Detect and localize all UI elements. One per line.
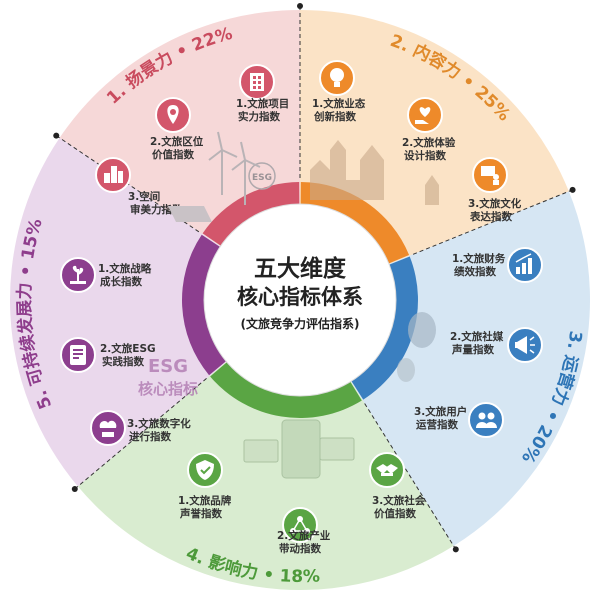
center-title-line2: 核心指标体系 — [237, 285, 363, 309]
opera-mask-icon — [397, 312, 436, 382]
segment-3-item-3-line1: 3.文旅用户 — [414, 405, 467, 418]
segment-4-item-1-line2: 声誉指数 — [179, 507, 222, 520]
building-icon — [239, 64, 275, 100]
center-inner — [210, 210, 390, 390]
city-icon — [95, 157, 131, 193]
dashboard-screen-icon — [243, 419, 355, 479]
segment-5-panel — [10, 137, 230, 487]
center-subtitle: (文旅竞争力评估指系) — [241, 316, 360, 331]
segment-1-item-3-line1: 3.空间 — [128, 190, 160, 203]
segment-5-item-3-line2: 进行指数 — [129, 430, 171, 443]
growth-icon — [60, 257, 96, 293]
core-indicator-watermark: 核心指标 — [138, 380, 198, 398]
megaphone-icon — [507, 327, 543, 363]
divider-dot — [71, 485, 78, 492]
handshake-icon — [369, 452, 405, 488]
divider-dot — [569, 186, 576, 193]
segment-5-item-2-line1: 2.文旅ESG — [100, 342, 156, 355]
segment-4-item-2-line1: 2.文旅产业 — [277, 529, 331, 542]
segment-2-panel — [300, 10, 569, 266]
segment-3-item-3-line2: 运营指数 — [416, 418, 458, 431]
wind-turbine-icon — [231, 141, 261, 205]
esg-watermark: ESG — [148, 356, 188, 377]
segment-5-item-1-line2: 成长指数 — [100, 275, 142, 288]
svg-text:ESG: ESG — [252, 173, 272, 183]
segment-2-item-1-line1: 1.文旅业态 — [312, 97, 366, 110]
bulb-icon — [319, 60, 355, 96]
segment-1-item-1-line1: 1.文旅项目 — [236, 97, 289, 110]
segment-4-item-3-line2: 价值指数 — [374, 507, 416, 520]
segment-5-item-2-line2: 实践指数 — [102, 355, 144, 368]
heart-hand-icon — [407, 97, 443, 133]
city-skyline-icon — [310, 140, 439, 205]
segment-1-item-2-line1: 2.文旅区位 — [150, 135, 204, 148]
presenter-icon — [472, 157, 508, 193]
segment-2-item-3-line2: 表达指数 — [469, 210, 512, 223]
segment-2-item-3-line1: 3.文旅文化 — [468, 197, 522, 210]
map-pin-icon — [155, 97, 191, 133]
segment-5-item-1-line1: 1.文旅战略 — [98, 262, 152, 275]
segment-5-item-3-line1: 3.文旅数字化 — [127, 417, 191, 430]
segment-4-item-3-line1: 3.文旅社会 — [372, 494, 426, 507]
esg-badge: ESG — [248, 162, 276, 190]
segment-4-ring — [210, 359, 362, 418]
center-title-line1: 五大维度 — [254, 255, 347, 282]
divider-line — [364, 403, 457, 550]
solar-panel-icon — [168, 206, 212, 222]
segment-1-ring — [202, 182, 300, 249]
segment-3-item-1-line2: 绩效指数 — [454, 265, 496, 278]
segment-4-panel — [77, 359, 454, 590]
segment-4-item-2-line2: 带动指数 — [279, 542, 321, 555]
segment-2-item-1-line2: 创新指数 — [313, 110, 356, 123]
segment-2-item-2-line1: 2.文旅体验 — [402, 136, 456, 149]
tablet-icon — [60, 337, 96, 373]
bar-chart-icon — [507, 247, 543, 283]
segment-3-item-2-line1: 2.文旅社媒 — [450, 330, 504, 343]
segment-2-item-2-line2: 设计指数 — [404, 149, 446, 162]
divider-line — [412, 189, 573, 255]
network-icon — [282, 507, 318, 543]
segment-1-item-1-line2: 实力指数 — [238, 110, 280, 123]
cloud-hand-icon — [90, 410, 126, 446]
divider-dot — [452, 546, 459, 553]
segment-3-item-2-line2: 声量指数 — [451, 343, 494, 356]
users-icon — [468, 402, 504, 438]
shield-icon — [187, 452, 223, 488]
divider-dot — [297, 3, 303, 9]
divider-dot — [53, 132, 60, 139]
segment-3-item-1-line1: 1.文旅财务 — [452, 252, 506, 265]
divider-line — [74, 378, 207, 490]
segment-4-item-1-line1: 1.文旅品牌 — [178, 494, 232, 507]
segment-1-item-2-line2: 价值指数 — [152, 148, 194, 161]
wind-turbine-icon — [208, 131, 238, 195]
